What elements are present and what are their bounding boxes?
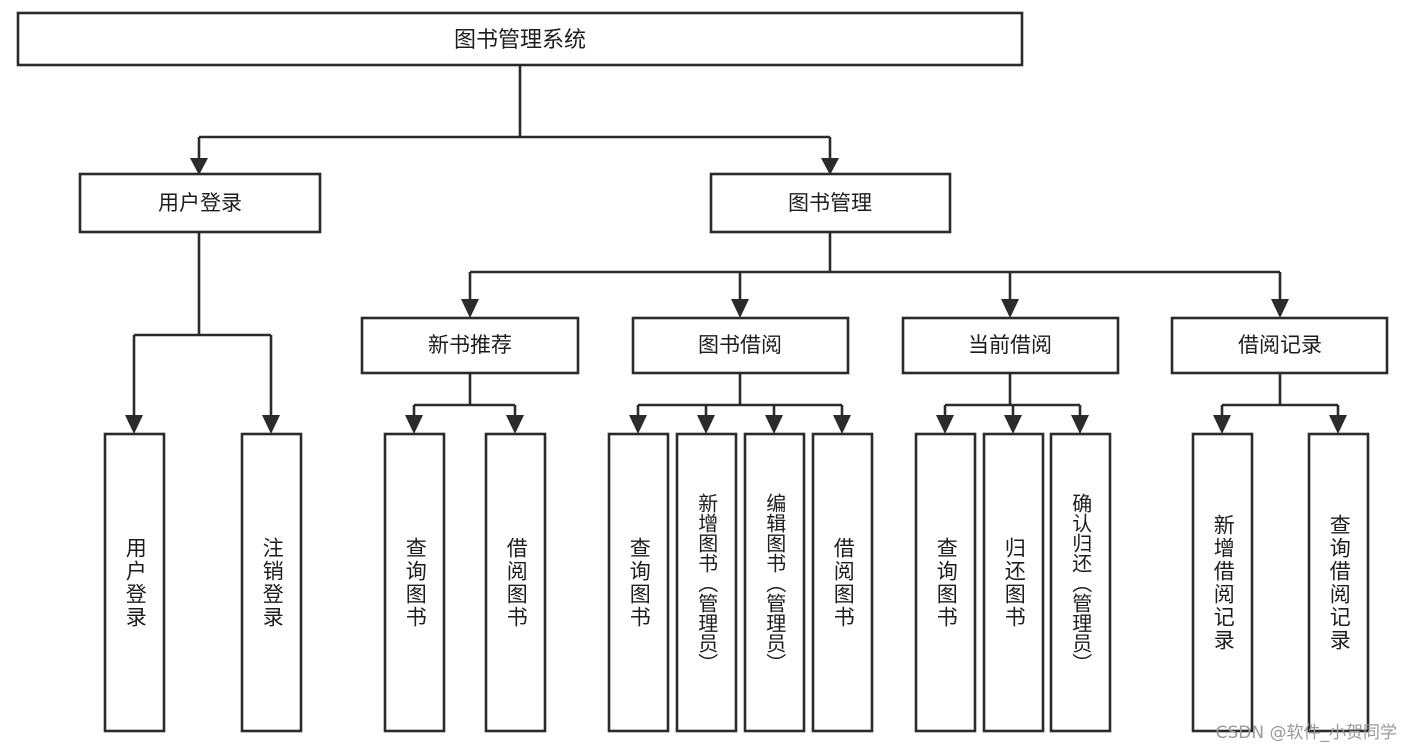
arrow-head-bb-leaf-2 [697, 415, 715, 434]
node-layer: 图书管理系统 用户登录 图书管理 新书推荐 图书借阅 当前借阅 借阅记录 [16, 11, 1389, 733]
arrow-head-br-leaf-2 [1329, 415, 1347, 434]
node-leaf-user-login-box[interactable] [103, 432, 166, 733]
node-root-label: 图书管理系统 [454, 28, 586, 53]
node-leaf-logout-box[interactable] [240, 432, 303, 733]
node-borrow-record-box[interactable] [1170, 316, 1389, 375]
node-book-borrow-label: 图书借阅 [698, 333, 782, 357]
arrow-head-book-mgmt [821, 158, 839, 175]
arrow-head-bb-leaf-4 [833, 415, 851, 434]
node-leaf-bb-query-box[interactable] [607, 432, 670, 733]
node-leaf-cb-return-box[interactable] [982, 432, 1045, 733]
node-leaf-nb-borrow-box[interactable] [484, 432, 547, 733]
node-book-management-box[interactable] [709, 172, 952, 234]
connector-layer [125, 65, 1347, 434]
arrow-head-new-book [461, 299, 479, 318]
arrow-head-bb-leaf-3 [765, 415, 783, 434]
node-current-borrow-label: 当前借阅 [968, 333, 1052, 357]
node-book-management-label: 图书管理 [788, 191, 872, 215]
arrow-head-bb-leaf-1 [629, 415, 647, 434]
node-leaf-br-query-box[interactable] [1307, 432, 1370, 733]
arrow-head-user-login [190, 158, 208, 175]
arrow-head-cb-leaf-2 [1004, 415, 1022, 434]
node-root-box[interactable] [16, 11, 1024, 67]
node-leaf-cb-confirm-box[interactable] [1049, 432, 1112, 733]
node-leaf-bb-add-box[interactable] [675, 432, 738, 733]
node-new-book-recommend-label: 新书推荐 [428, 333, 512, 357]
node-leaf-nb-query-box[interactable] [383, 432, 446, 733]
node-new-book-recommend-box[interactable] [360, 316, 580, 375]
node-user-login-box[interactable] [78, 172, 322, 234]
arrow-head-cb-leaf-3 [1071, 415, 1089, 434]
node-leaf-bb-borrow-box[interactable] [811, 432, 874, 733]
node-current-borrow-box[interactable] [901, 316, 1120, 375]
arrow-head-leaf-logout [262, 415, 280, 434]
arrow-head-br-leaf-1 [1213, 415, 1231, 434]
arrow-head-leaf-user-login [125, 415, 143, 434]
arrow-head-cb-leaf-1 [936, 415, 954, 434]
arrow-head-borrow-record [1271, 299, 1289, 318]
arrow-head-nb-leaf-2 [506, 415, 524, 434]
node-leaf-cb-query-box[interactable] [914, 432, 977, 733]
arrow-head-nb-leaf-1 [405, 415, 423, 434]
arrow-head-book-borrow [731, 299, 749, 318]
node-leaf-br-add-box[interactable] [1191, 432, 1254, 733]
node-borrow-record-label: 借阅记录 [1238, 333, 1322, 357]
node-leaf-bb-edit-box[interactable] [743, 432, 806, 733]
arrow-head-current-borrow [1001, 299, 1019, 318]
node-book-borrow-box[interactable] [631, 316, 850, 375]
node-user-login-label: 用户登录 [158, 191, 242, 215]
